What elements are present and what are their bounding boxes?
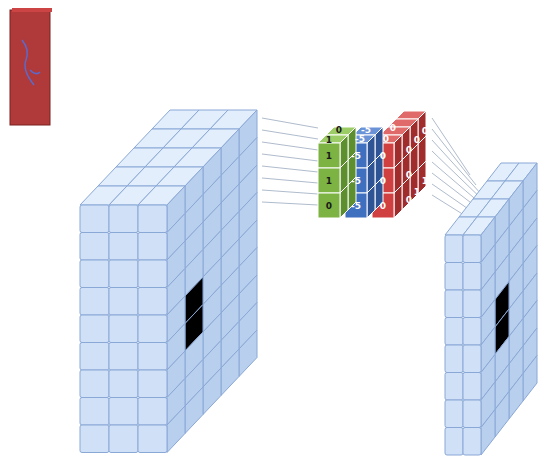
- kernel-weight: 0: [380, 176, 386, 186]
- cube-face: [495, 392, 509, 438]
- cube-face: [203, 368, 221, 415]
- kernel-weight: 0: [414, 135, 420, 145]
- cube-face: [463, 345, 481, 373]
- cube-face: [80, 233, 109, 261]
- cube-face: [138, 205, 167, 233]
- cube-face: [445, 373, 463, 401]
- cube-face: [138, 315, 167, 343]
- cube-face: [221, 349, 239, 396]
- cube-face: [80, 425, 109, 453]
- kernel-weight: 0: [326, 201, 332, 211]
- cube-face: [138, 398, 167, 426]
- cube-face: [340, 185, 348, 218]
- cube-face: [109, 205, 138, 233]
- wire: [262, 118, 318, 128]
- cube-face: [80, 398, 109, 426]
- cube-face: [481, 410, 495, 456]
- cube-face: [463, 263, 481, 291]
- cube-face: [109, 343, 138, 371]
- cube-face: [445, 345, 463, 373]
- cube-face: [80, 288, 109, 316]
- kernel-weight: -5: [361, 125, 371, 135]
- wire: [262, 130, 318, 139]
- cube-face: [523, 356, 537, 402]
- cube-face: [445, 263, 463, 291]
- cube-face: [318, 168, 340, 193]
- kernel-weight: 0: [380, 201, 386, 211]
- kernel-weight: 0: [422, 126, 428, 136]
- cube-face: [463, 373, 481, 401]
- cube-face: [394, 185, 402, 218]
- cube-face: [463, 428, 481, 456]
- cube-face: [402, 177, 410, 210]
- kernel-weight: 0: [383, 134, 389, 144]
- kernel-weight: -5: [351, 176, 361, 186]
- wire: [262, 142, 318, 150]
- cube-face: [445, 235, 463, 263]
- kernel-weight: -5: [351, 201, 361, 211]
- cube-face: [318, 143, 340, 168]
- cube-face: [167, 406, 185, 453]
- cube-face: [445, 290, 463, 318]
- cube-face: [80, 205, 109, 233]
- cube-face: [463, 290, 481, 318]
- input-image-thumbnail: [10, 8, 52, 125]
- cube-face: [80, 315, 109, 343]
- wire: [262, 190, 318, 194]
- cube-face: [463, 318, 481, 346]
- kernel-weight: 0: [406, 195, 412, 205]
- cube-face: [138, 370, 167, 398]
- cube-face: [109, 260, 138, 288]
- cube-face: [109, 315, 138, 343]
- cube-face: [80, 260, 109, 288]
- cube-face: [80, 370, 109, 398]
- cube-face: [445, 428, 463, 456]
- cube-face: [318, 193, 340, 218]
- connection-lines: [262, 118, 512, 245]
- wire: [262, 166, 318, 172]
- cube-face: [239, 330, 257, 377]
- cube-face: [109, 425, 138, 453]
- kernel-weight: 1: [326, 135, 332, 145]
- kernel-weight: 1: [326, 176, 332, 186]
- kernel-weight: 0: [336, 125, 342, 135]
- filter-kernels: [318, 111, 426, 218]
- kernel-weight: -5: [351, 151, 361, 161]
- cube-face: [109, 233, 138, 261]
- kernel-weight: 0: [406, 145, 412, 155]
- cube-face: [463, 235, 481, 263]
- output-volume: [445, 163, 537, 455]
- cube-face: [109, 398, 138, 426]
- input-volume: [80, 110, 257, 453]
- kernel-weight: 1: [414, 187, 420, 197]
- cube-face: [109, 370, 138, 398]
- kernel-weight: 0: [406, 170, 412, 180]
- cube-face: [463, 400, 481, 428]
- wire: [262, 178, 318, 183]
- cube-face: [80, 343, 109, 371]
- cube-face: [138, 288, 167, 316]
- cube-face: [138, 425, 167, 453]
- cube-face: [138, 343, 167, 371]
- kernel-weight: 1: [326, 151, 332, 161]
- cube-face: [109, 288, 138, 316]
- cube-face: [138, 233, 167, 261]
- wire: [262, 202, 318, 205]
- kernel-weight: 0: [380, 151, 386, 161]
- kernel-weight: -5: [355, 134, 365, 144]
- cube-face: [445, 400, 463, 428]
- wire: [262, 154, 318, 161]
- cube-face: [367, 185, 375, 218]
- wire: [432, 140, 482, 195]
- cube-face: [445, 318, 463, 346]
- cube-face: [185, 387, 203, 434]
- kernel-weight: 1: [422, 176, 428, 186]
- cube-face: [509, 374, 523, 420]
- cube-face: [138, 260, 167, 288]
- kernel-weight: 0: [390, 123, 396, 133]
